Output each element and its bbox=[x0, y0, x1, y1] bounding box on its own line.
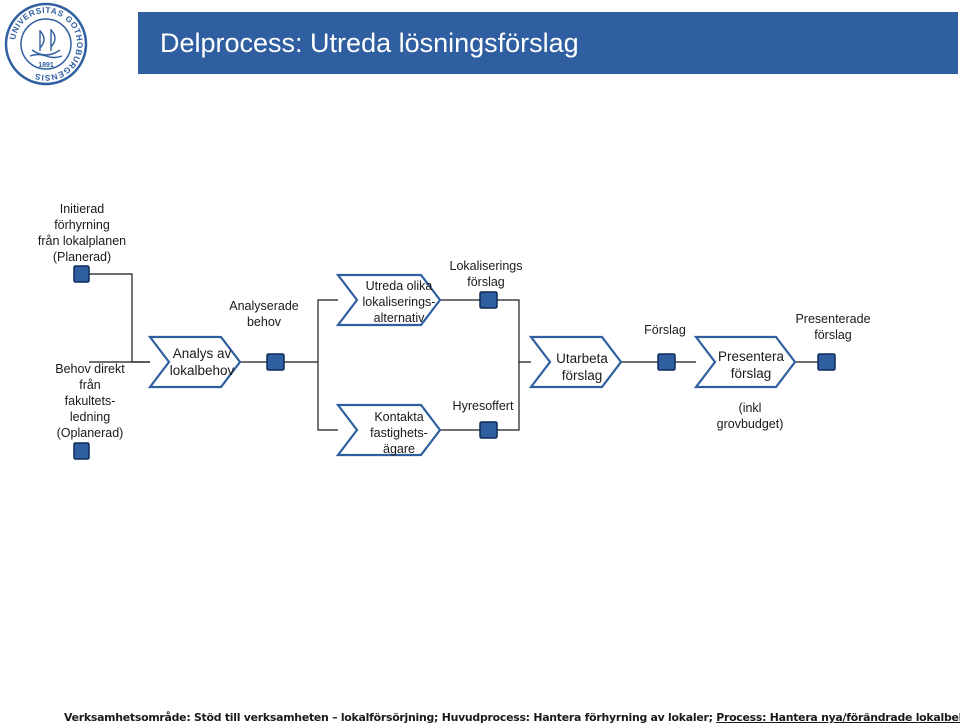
line-split-to-utreda bbox=[317, 299, 338, 362]
footer-breadcrumb: Verksamhetsområde: Stöd till verksamhete… bbox=[0, 711, 960, 727]
title-bar: Delprocess: Utreda lösningsförslag bbox=[138, 12, 958, 74]
activity-presentera-forslag bbox=[693, 335, 797, 389]
university-logo: UNIVERSITAS GOTHOBURGENSIS 1891 bbox=[4, 2, 88, 86]
activity-kontakta-fastighetsagare bbox=[335, 403, 442, 457]
chevron-shape bbox=[335, 273, 442, 327]
event-initierad-forhyrning bbox=[73, 265, 90, 283]
line-split-to-kontakta bbox=[317, 362, 338, 431]
event-behov-direkt bbox=[73, 442, 90, 460]
chevron-shape bbox=[147, 335, 242, 389]
activity-utarbeta-forslag bbox=[528, 335, 623, 389]
activity-utreda-olika bbox=[335, 273, 442, 327]
line-hyres-to-merge bbox=[497, 362, 520, 431]
event-presenterade-forslag bbox=[817, 353, 836, 371]
chevron-shape bbox=[693, 335, 797, 389]
event-forslag bbox=[657, 353, 676, 371]
page-title: Delprocess: Utreda lösningsförslag bbox=[160, 28, 579, 58]
event-hyresoffert bbox=[479, 421, 498, 439]
line-initierad-to-merge bbox=[89, 273, 150, 363]
chevron-shape bbox=[528, 335, 623, 389]
line-lokal-to-merge bbox=[497, 299, 531, 363]
chevron-shape bbox=[335, 403, 442, 457]
connector-lines bbox=[89, 273, 818, 431]
activity-analys-av-lokalbehov bbox=[147, 335, 242, 389]
footer-context: Verksamhetsområde: Stöd till verksamhete… bbox=[64, 711, 717, 724]
footer-process-link: Process: Hantera nya/förändrade lokalbeh… bbox=[716, 711, 960, 724]
ship-icon bbox=[29, 29, 63, 59]
event-label: Förslag bbox=[644, 323, 686, 337]
event-analyserade-behov bbox=[266, 353, 285, 371]
event-label: Hyresoffert bbox=[452, 399, 514, 413]
logo-year: 1891 bbox=[38, 62, 54, 69]
event-lokaliserings-forslag bbox=[479, 291, 498, 309]
